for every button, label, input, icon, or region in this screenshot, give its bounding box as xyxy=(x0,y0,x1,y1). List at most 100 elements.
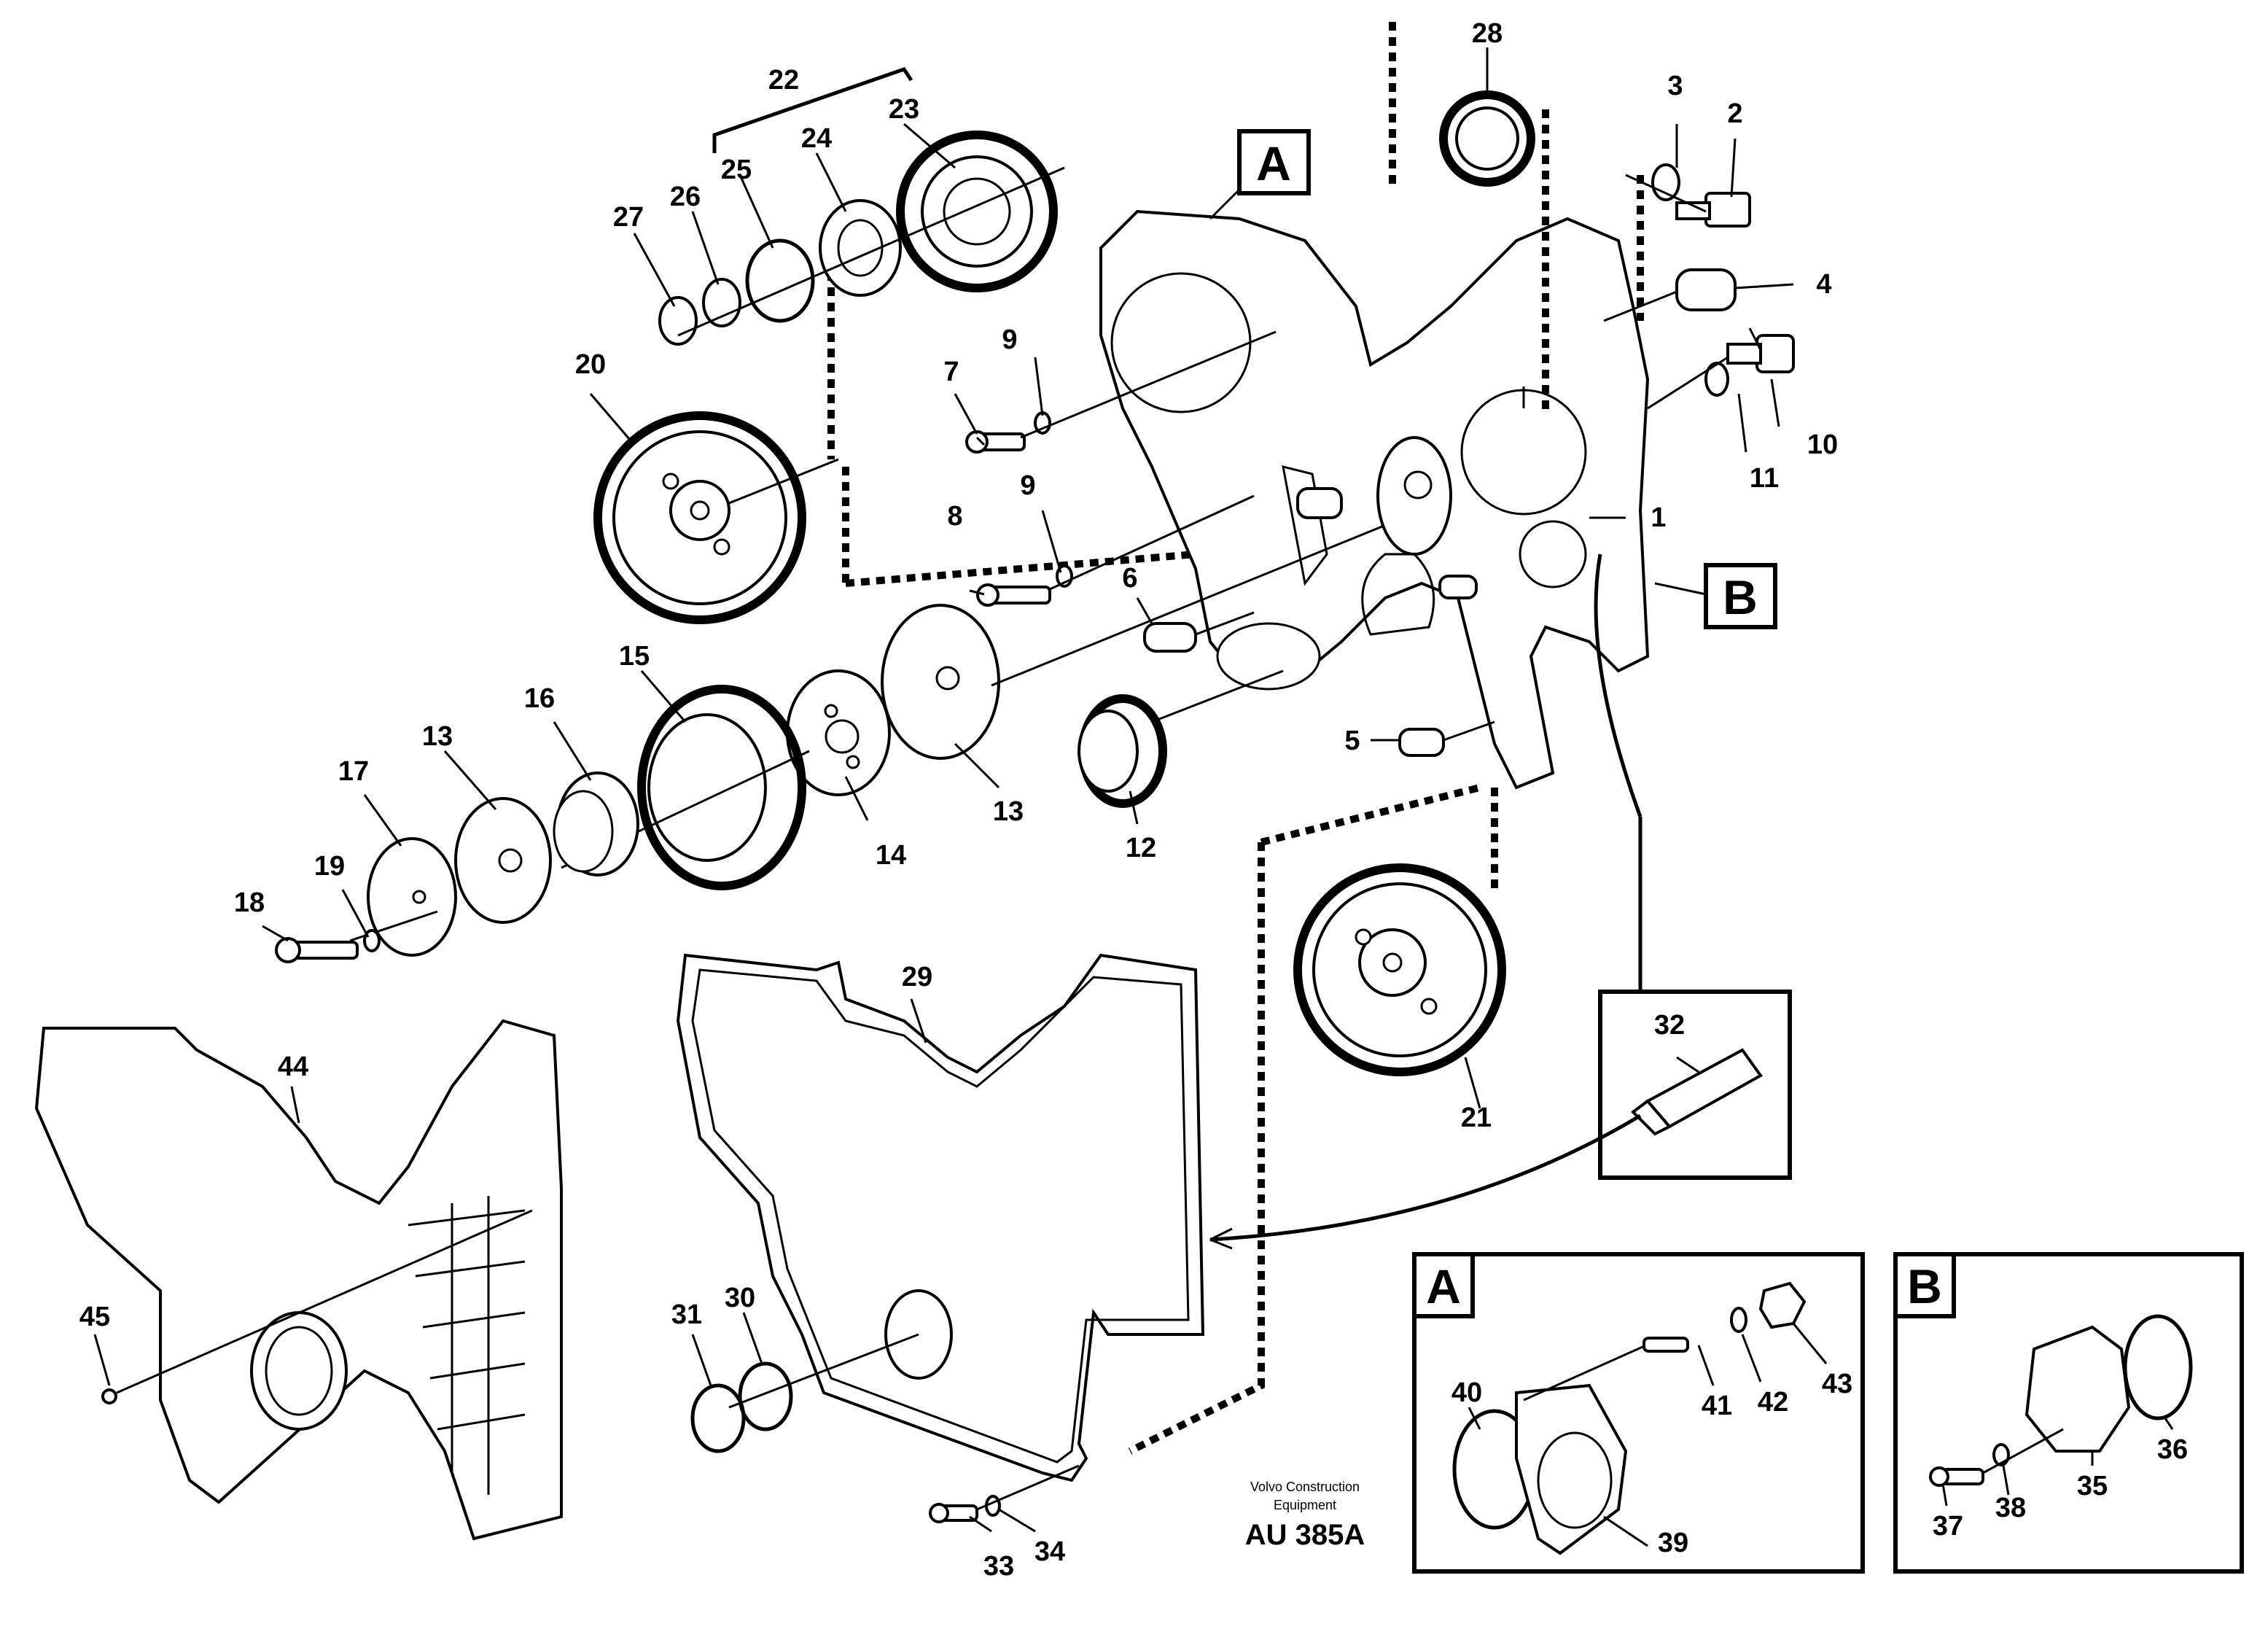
label-10: 10 xyxy=(1807,430,1838,460)
bolt-33 xyxy=(929,1503,978,1523)
label-28: 28 xyxy=(1472,18,1503,49)
gear-21 xyxy=(1293,863,1506,1076)
label-27: 27 xyxy=(613,202,644,233)
plug-10 xyxy=(1726,334,1795,373)
hub-plate-13 xyxy=(881,604,1000,760)
label-36: 36 xyxy=(2157,1434,2188,1465)
credit-line-2: Equipment xyxy=(1274,1498,1336,1512)
callout-b-label: B xyxy=(1723,570,1758,624)
label-24: 24 xyxy=(801,123,832,154)
bolt-45 xyxy=(101,1388,117,1404)
hub-14 xyxy=(786,669,891,796)
label-8: 8 xyxy=(947,501,962,532)
cover-plate-44 xyxy=(34,1019,563,1541)
label-18: 18 xyxy=(234,887,265,918)
bearing-24 xyxy=(819,199,902,297)
label-19: 19 xyxy=(314,851,345,882)
detail-a-label: A xyxy=(1426,1259,1461,1313)
callout-b-box xyxy=(1704,563,1777,629)
label-41: 41 xyxy=(1702,1391,1732,1421)
label-45: 45 xyxy=(79,1302,110,1332)
label-16: 16 xyxy=(524,683,555,714)
label-12: 12 xyxy=(1126,833,1156,863)
pin-5 xyxy=(1398,728,1445,757)
idler-gear-23 xyxy=(896,131,1058,292)
label-43: 43 xyxy=(1822,1369,1852,1399)
detail-b-tag xyxy=(1893,1252,1956,1318)
timing-case xyxy=(1099,209,1650,790)
label-31: 31 xyxy=(671,1299,702,1330)
pin-4 xyxy=(1675,268,1737,311)
detail-b-label: B xyxy=(1907,1259,1942,1313)
bolt-2 xyxy=(1675,192,1751,228)
washer-26 xyxy=(702,278,741,327)
gear-20 xyxy=(593,411,806,624)
label-4: 4 xyxy=(1816,269,1831,300)
label-13a: 13 xyxy=(993,796,1024,827)
leader-lines xyxy=(93,47,2174,1547)
alignment-line xyxy=(842,467,1196,587)
label-22: 22 xyxy=(768,65,799,96)
label-25: 25 xyxy=(721,155,752,185)
flange-plate xyxy=(1376,436,1452,556)
washer-34 xyxy=(985,1495,1001,1517)
bolt-37 xyxy=(1929,1466,1984,1487)
label-6: 6 xyxy=(1122,563,1137,594)
label-33: 33 xyxy=(983,1551,1014,1582)
bolt-7 xyxy=(965,430,1026,454)
credit-line-1: Volvo Construction xyxy=(1250,1480,1360,1494)
label-23: 23 xyxy=(889,94,919,125)
callout-a-box xyxy=(1237,129,1311,195)
label-5: 5 xyxy=(1344,726,1360,756)
seal-31 xyxy=(690,1383,746,1453)
washer-3 xyxy=(1651,163,1680,201)
label-38: 38 xyxy=(1995,1493,2026,1523)
label-26: 26 xyxy=(670,182,701,212)
circlip-25 xyxy=(745,238,815,323)
label-40: 40 xyxy=(1451,1377,1482,1408)
label-14: 14 xyxy=(876,840,906,871)
label-20: 20 xyxy=(575,349,606,380)
ring-36 xyxy=(2123,1314,2193,1420)
label-44: 44 xyxy=(278,1052,308,1082)
detail-a-tag xyxy=(1412,1252,1475,1318)
bushing-16 xyxy=(553,771,639,877)
label-15: 15 xyxy=(619,641,650,672)
label-7: 7 xyxy=(943,357,959,387)
label-2: 2 xyxy=(1727,98,1742,129)
bracket-22 xyxy=(712,67,913,153)
plate-17 xyxy=(367,837,457,957)
label-37: 37 xyxy=(1933,1511,1963,1542)
cap-35 xyxy=(2025,1325,2131,1453)
gear-28 xyxy=(1439,90,1535,187)
label-9a: 9 xyxy=(1002,324,1017,355)
gear-12 xyxy=(1078,694,1167,808)
label-29: 29 xyxy=(902,962,932,992)
bolt-45-line xyxy=(116,1209,533,1394)
label-34: 34 xyxy=(1034,1536,1065,1567)
label-21: 21 xyxy=(1461,1103,1492,1133)
alignment-line xyxy=(1128,842,1265,1455)
label-9b: 9 xyxy=(1020,470,1035,501)
label-17: 17 xyxy=(338,756,369,787)
label-42: 42 xyxy=(1758,1387,1788,1418)
label-13b: 13 xyxy=(422,721,453,752)
callout-a-label: A xyxy=(1256,136,1291,190)
label-30: 30 xyxy=(725,1283,755,1313)
plate-13b xyxy=(454,797,552,924)
stud-41 xyxy=(1642,1337,1689,1353)
label-32: 32 xyxy=(1654,1010,1685,1041)
bolt-18 xyxy=(275,937,359,963)
gear-15 xyxy=(637,685,806,890)
bolt-8 xyxy=(976,583,1051,607)
washer-42 xyxy=(1730,1307,1747,1333)
seal-30 xyxy=(738,1361,793,1431)
washer-27 xyxy=(658,296,698,346)
gasket-29 xyxy=(676,953,1205,1482)
label-1: 1 xyxy=(1651,502,1666,533)
label-39: 39 xyxy=(1658,1528,1688,1558)
alignment-line xyxy=(1260,784,1481,846)
label-3: 3 xyxy=(1667,71,1683,101)
pin-6 xyxy=(1143,622,1197,653)
